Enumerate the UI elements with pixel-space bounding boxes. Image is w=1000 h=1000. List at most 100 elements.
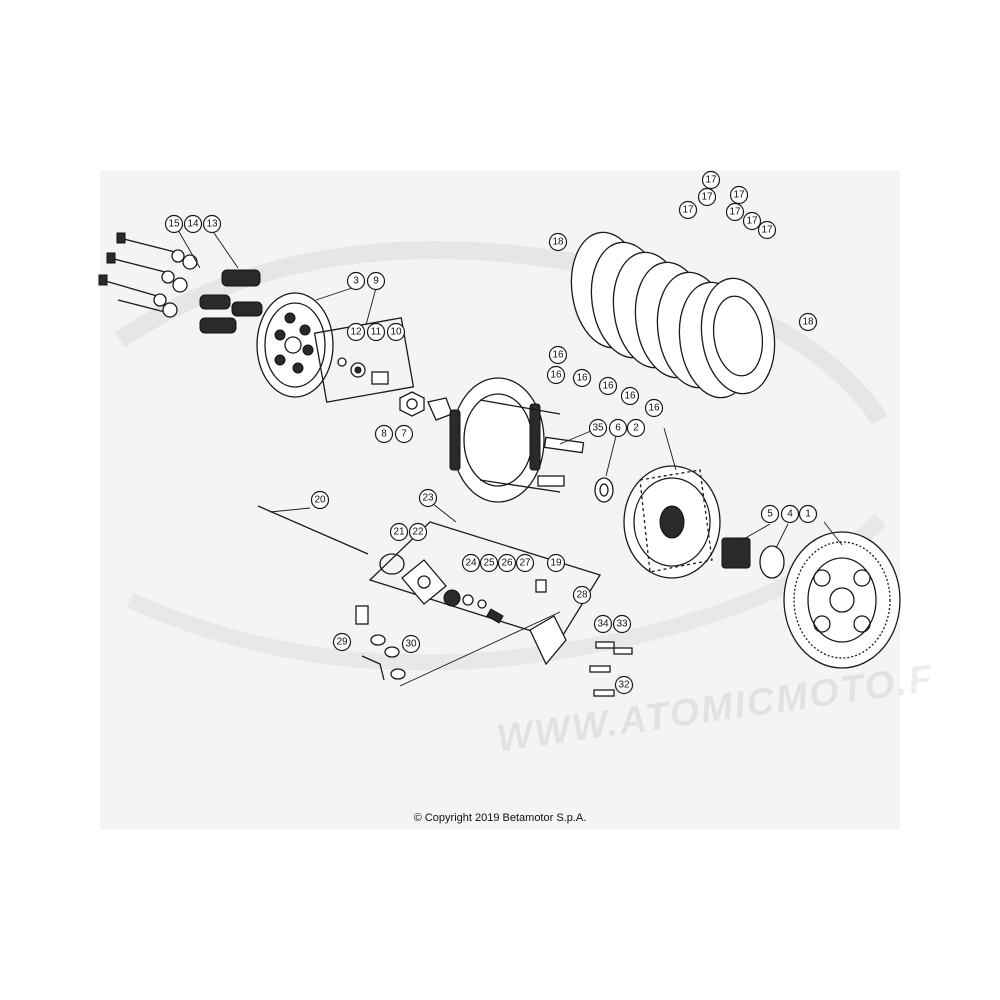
- callout-25: 25: [479, 553, 499, 573]
- svg-text:16: 16: [576, 373, 588, 384]
- bolt-head: [98, 274, 108, 286]
- bushing: [537, 475, 565, 487]
- bleeder: [535, 579, 547, 593]
- callout-35: 35: [588, 418, 608, 438]
- callout-11: 11: [366, 322, 386, 342]
- clutch-spring: [199, 294, 231, 310]
- callout-18-a: 18: [548, 232, 568, 252]
- callout-26: 26: [497, 553, 517, 573]
- svg-text:17: 17: [701, 192, 713, 203]
- callout-5: 5: [760, 504, 780, 524]
- copper-washer: [390, 668, 406, 680]
- callout-16-f: 16: [644, 398, 664, 418]
- copyright-text: © Copyright 2019 Betamotor S.p.A.: [413, 812, 587, 824]
- copper-washer: [370, 634, 386, 646]
- svg-text:17: 17: [682, 205, 694, 216]
- svg-text:25: 25: [483, 558, 495, 569]
- clutch-spring: [199, 317, 237, 334]
- svg-text:27: 27: [519, 558, 531, 569]
- callout-20: 20: [310, 490, 330, 510]
- pushrod-piece: [371, 371, 389, 385]
- washer: [162, 302, 178, 318]
- clutch-bolts-group: [98, 232, 198, 318]
- svg-text:24: 24: [465, 558, 477, 569]
- bolt: [595, 641, 615, 649]
- callout-22: 22: [408, 522, 428, 542]
- svg-text:6: 6: [615, 423, 621, 434]
- svg-text:5: 5: [767, 509, 773, 520]
- hub-nut: [399, 391, 425, 417]
- circlip: [337, 357, 347, 367]
- svg-text:3: 3: [353, 276, 359, 287]
- bushing: [543, 436, 585, 454]
- callout-17-g: 17: [757, 220, 777, 240]
- seal: [477, 599, 487, 609]
- svg-text:19: 19: [550, 558, 562, 569]
- lock-washer: [427, 397, 453, 421]
- callout-34: 34: [593, 614, 613, 634]
- callout-9: 9: [366, 271, 386, 291]
- svg-text:30: 30: [405, 639, 417, 650]
- background-swoosh-lower: [126, 514, 886, 671]
- callout-17-a: 17: [701, 170, 721, 190]
- svg-text:23: 23: [422, 493, 434, 504]
- svg-text:21: 21: [393, 527, 405, 538]
- cover-plate: [401, 559, 447, 605]
- bolt: [613, 647, 633, 655]
- callout-29: 29: [332, 632, 352, 652]
- svg-text:28: 28: [576, 590, 588, 601]
- svg-text:13: 13: [206, 219, 218, 230]
- bolt-head: [116, 232, 126, 244]
- callout-17-c: 17: [729, 185, 749, 205]
- svg-text:15: 15: [168, 219, 180, 230]
- callout-17-b: 17: [697, 187, 717, 207]
- callout-19: 19: [546, 553, 566, 573]
- o-ring: [379, 553, 405, 575]
- svg-text:32: 32: [618, 680, 630, 691]
- svg-text:1: 1: [805, 509, 811, 520]
- copper-washer: [384, 646, 400, 658]
- svg-text:8: 8: [381, 429, 387, 440]
- callout-7: 7: [394, 424, 414, 444]
- svg-text:18: 18: [552, 237, 564, 248]
- svg-text:17: 17: [733, 190, 745, 201]
- svg-text:17: 17: [761, 225, 773, 236]
- clutch-springs-group: [199, 269, 263, 334]
- bolt: [593, 689, 615, 697]
- leader-lines: [177, 229, 843, 549]
- washer: [153, 293, 167, 307]
- callout-33: 33: [612, 614, 632, 634]
- banjo-bolt: [355, 605, 369, 625]
- slave-cylinder-body: [529, 615, 567, 666]
- callout-17-d: 17: [678, 200, 698, 220]
- callout-16-a: 16: [548, 345, 568, 365]
- callout-21: 21: [389, 522, 409, 542]
- callout-6: 6: [608, 418, 628, 438]
- callout-27: 27: [515, 553, 535, 573]
- callout-13: 13: [202, 214, 222, 234]
- svg-text:4: 4: [787, 509, 793, 520]
- spacer-bushing: [759, 545, 785, 579]
- callout-15: 15: [164, 214, 184, 234]
- svg-text:14: 14: [187, 219, 199, 230]
- callout-16-e: 16: [620, 386, 640, 406]
- clutch-spring: [231, 301, 263, 317]
- svg-text:11: 11: [371, 327, 382, 338]
- svg-text:20: 20: [314, 495, 326, 506]
- svg-text:16: 16: [550, 370, 562, 381]
- svg-text:16: 16: [624, 391, 636, 402]
- callout-1: 1: [798, 504, 818, 524]
- callout-28: 28: [572, 585, 592, 605]
- callout-18-b: 18: [798, 312, 818, 332]
- bolt: [589, 665, 611, 673]
- svg-text:34: 34: [597, 619, 609, 630]
- washer: [182, 254, 198, 270]
- bolt-head: [106, 252, 116, 264]
- washer: [161, 270, 175, 284]
- svg-text:17: 17: [705, 175, 717, 186]
- callout-30: 30: [401, 634, 421, 654]
- spring: [486, 608, 504, 624]
- callout-14: 14: [183, 214, 203, 234]
- svg-text:9: 9: [373, 276, 379, 287]
- needle-bearing: [721, 537, 751, 569]
